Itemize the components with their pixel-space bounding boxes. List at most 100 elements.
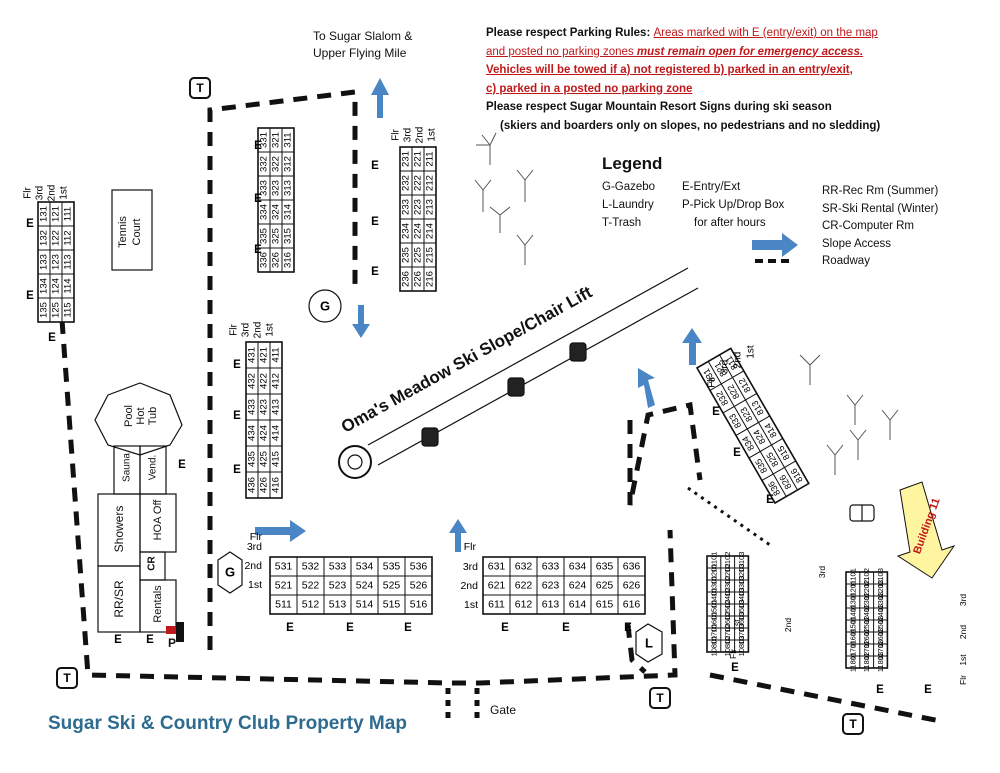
roadways — [59, 89, 946, 725]
entry-exit-marker: E — [254, 244, 262, 256]
chair-lift — [338, 267, 699, 479]
entry-exit-marker: E — [371, 160, 379, 172]
unit-315: 315 — [283, 228, 294, 244]
unit-11403: 11403 — [876, 604, 885, 624]
unit-226: 226 — [413, 271, 424, 287]
unit-312: 312 — [283, 156, 294, 172]
unit-221: 221 — [413, 151, 424, 167]
unit-divider — [761, 460, 797, 481]
unit-10701: 10701 — [709, 624, 718, 645]
legend-heading: Legend — [602, 154, 663, 173]
floor-label: Flr — [229, 324, 240, 336]
unit-11803: 11803 — [876, 652, 885, 672]
unit-614: 614 — [569, 599, 587, 611]
unit-425: 425 — [259, 451, 270, 467]
unit-434: 434 — [247, 425, 258, 441]
unit-322: 322 — [271, 156, 282, 172]
unit-10302: 10302 — [723, 576, 732, 597]
unit-525: 525 — [383, 580, 401, 592]
unit-516: 516 — [410, 599, 428, 611]
floor-label: Flr — [391, 129, 402, 141]
unit-324: 324 — [271, 204, 282, 220]
floor-label: Flr — [464, 541, 477, 553]
unit-232: 232 — [401, 175, 412, 191]
unit-135: 135 — [39, 302, 50, 318]
unit-635: 635 — [596, 561, 614, 573]
amenity-shapes — [94, 189, 875, 663]
trash-boxes — [56, 77, 864, 735]
building-outline — [37, 201, 75, 323]
unit-236: 236 — [401, 271, 412, 287]
floor-label: 2nd — [733, 352, 744, 369]
floor-label: 3rd — [958, 594, 968, 607]
unit-436: 436 — [247, 477, 258, 493]
unit-514: 514 — [356, 599, 374, 611]
unit-412: 412 — [271, 373, 282, 389]
entry-exit-marker: E — [26, 290, 34, 302]
floor-label: 3rd — [241, 323, 252, 337]
unit-414: 414 — [271, 425, 282, 441]
unit-235: 235 — [401, 247, 412, 263]
unit-10102: 10102 — [723, 552, 732, 573]
entry-exit-marker: E — [233, 464, 241, 476]
unit-331: 331 — [259, 132, 270, 148]
floor-label: 1st — [265, 323, 276, 337]
unit-433: 433 — [247, 399, 258, 415]
unit-11801: 11801 — [848, 652, 857, 672]
unit-523: 523 — [329, 580, 347, 592]
unit-213: 213 — [425, 199, 436, 215]
entry-exit-marker: E — [712, 406, 720, 418]
unit-612: 612 — [515, 599, 533, 611]
gazebo-marker: G — [225, 565, 235, 580]
unit-11602: 11602 — [862, 628, 871, 648]
legend-col1: G-Gazebo L-Laundry T-Trash — [602, 181, 656, 229]
floor-label: 3rd — [463, 561, 478, 573]
unit-313: 313 — [283, 180, 294, 196]
unit-231: 231 — [401, 151, 412, 167]
floor-label: 3rd — [403, 128, 414, 142]
unit-10403: 10403 — [737, 588, 746, 609]
unit-222: 222 — [413, 175, 424, 191]
rentals-label: Rentals — [152, 585, 164, 623]
unit-10401: 10401 — [709, 588, 718, 609]
entry-exit-marker: E — [404, 622, 412, 634]
entry-exit-marker: E — [254, 140, 262, 152]
building-11000: 1180111701116011150111401113011120111101… — [845, 568, 889, 672]
floor-divider — [719, 354, 798, 491]
unit-11302: 11302 — [862, 592, 871, 612]
entry-exit-marker: E — [114, 634, 122, 646]
unit-10103: 10103 — [737, 552, 746, 573]
unit-416: 416 — [271, 477, 282, 493]
unit-divider — [735, 415, 771, 436]
unit-332: 332 — [259, 156, 270, 172]
unit-123: 123 — [51, 254, 62, 270]
unit-522: 522 — [302, 580, 320, 592]
unit-515: 515 — [383, 599, 401, 611]
pool-hot-tub — [94, 382, 183, 456]
unit-10801: 10801 — [709, 636, 718, 657]
unit-11203: 11203 — [876, 580, 885, 600]
floor-label: 1st — [958, 654, 968, 666]
unit-615: 615 — [596, 599, 614, 611]
floor-label: Flr — [250, 531, 263, 543]
unit-divider — [748, 438, 784, 459]
unit-212: 212 — [425, 175, 436, 191]
unit-133: 133 — [39, 254, 50, 270]
floor-label: Flr — [707, 376, 718, 388]
unit-115: 115 — [63, 302, 74, 317]
unit-634: 634 — [569, 561, 587, 573]
legend-col3: RR-Rec Rm (Summer) SR-Ski Rental (Winter… — [822, 185, 939, 267]
unit-121: 121 — [51, 206, 62, 222]
unit-225: 225 — [413, 247, 424, 263]
unit-11102: 11102 — [862, 568, 871, 588]
unit-10301: 10301 — [709, 576, 718, 597]
unit-11603: 11603 — [876, 628, 885, 648]
floor-label: 1st — [427, 128, 438, 142]
unit-10502: 10502 — [723, 600, 732, 621]
unit-11503: 11503 — [876, 616, 885, 636]
unit-10503: 10503 — [737, 600, 746, 621]
floor-label: 3rd — [35, 186, 46, 200]
unit-625: 625 — [596, 580, 614, 592]
